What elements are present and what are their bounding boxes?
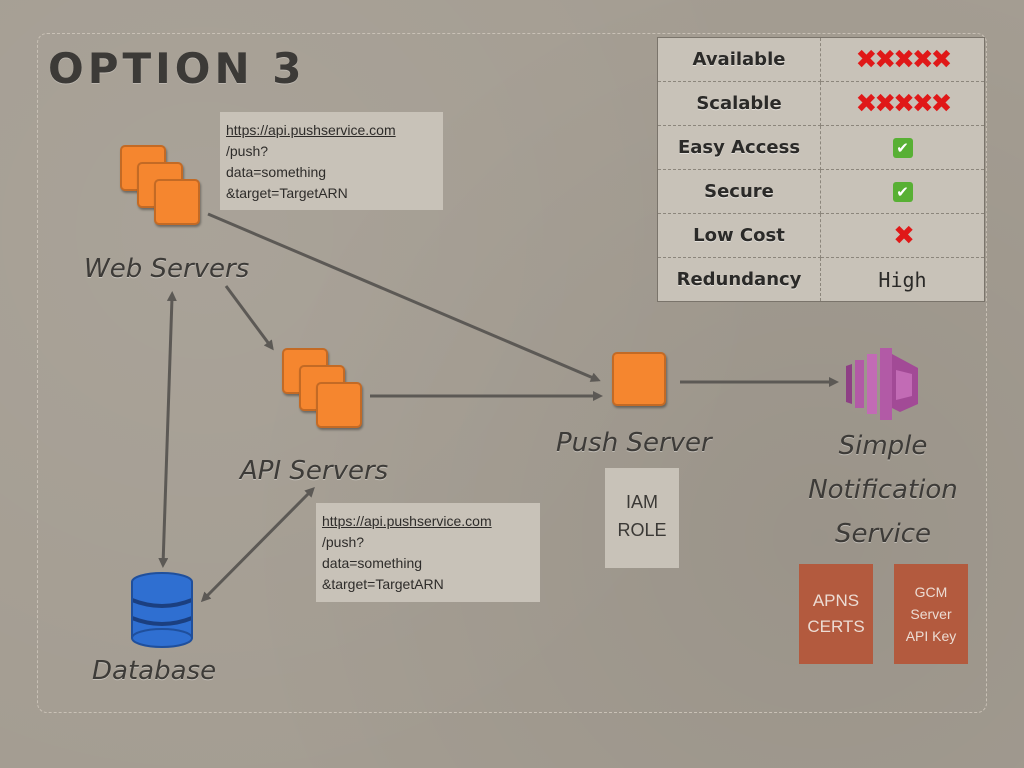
iam-role-line: ROLE <box>617 520 667 540</box>
criteria-row: Low Cost ✖ <box>657 213 985 258</box>
criteria-table: Available✖✖✖✖✖Scalable✖✖✖✖✖Easy Access✔S… <box>657 37 985 302</box>
sns-label-line: Service <box>834 519 932 549</box>
criterion-value: ✔ <box>820 125 985 170</box>
criterion-label: Redundancy <box>657 257 821 302</box>
apns-certs-line: APNS <box>812 591 860 610</box>
criterion-value: ✖✖✖✖✖ <box>820 37 985 82</box>
criteria-row: Available ✖✖✖✖✖ <box>657 37 985 82</box>
arrow-api-database <box>200 487 315 603</box>
sns-label-line: Simple <box>838 431 928 461</box>
database-icon <box>131 572 193 648</box>
iam-role-line: IAM <box>625 492 658 512</box>
url-line: &target=TargetARN <box>322 576 444 592</box>
criterion-value: High <box>820 257 985 302</box>
url-line: /push? <box>322 534 365 550</box>
criterion-value: ✖✖✖✖✖ <box>820 81 985 126</box>
arrow-web-to-api <box>224 285 274 351</box>
url-box-web: https://api.pushservice.com /push? data=… <box>220 112 443 210</box>
criterion-label: Scalable <box>657 81 821 126</box>
slide-title: OPTION 3 <box>48 44 306 93</box>
database-label: Database <box>92 656 217 686</box>
cross-icon: ✖✖✖✖✖ <box>855 44 953 75</box>
criteria-row: Redundancy High <box>657 257 985 302</box>
url-box-api: https://api.pushservice.com /push? data=… <box>316 503 540 602</box>
iam-role-box: IAM ROLE <box>605 468 679 568</box>
slide-frame <box>37 33 987 713</box>
criteria-row: Scalable ✖✖✖✖✖ <box>657 81 985 126</box>
apns-certs-box: APNS CERTS <box>799 564 873 664</box>
gcm-key-line: Server <box>910 606 952 622</box>
push-url-link: https://api.pushservice.com <box>322 513 492 529</box>
criterion-label: Low Cost <box>657 213 821 258</box>
criterion-label: Easy Access <box>657 125 821 170</box>
gcm-key-box: GCM Server API Key <box>894 564 968 664</box>
criteria-row: Easy Access ✔ <box>657 125 985 170</box>
checkmark-icon: ✔ <box>892 138 913 158</box>
sns-label-line: Notification <box>808 475 958 505</box>
checkmark-icon: ✔ <box>892 182 913 202</box>
push-url-link: https://api.pushservice.com <box>226 122 396 138</box>
server-stack-icon <box>282 348 372 438</box>
redundancy-value: High <box>878 267 927 292</box>
sns-icon <box>846 348 918 420</box>
server-stack-icon <box>120 145 210 235</box>
api-servers-label: API Servers <box>240 456 389 486</box>
url-line: data=something <box>322 555 423 571</box>
criterion-value: ✖ <box>820 213 985 258</box>
criterion-label: Secure <box>657 169 821 214</box>
sns-label: Simple Notification Service <box>790 424 976 556</box>
server-icon <box>612 352 668 408</box>
cross-icon: ✖✖✖✖✖ <box>855 88 953 119</box>
arrow-web-to-push <box>207 212 601 382</box>
cross-icon: ✖ <box>893 220 915 251</box>
gcm-key-line: GCM <box>914 584 948 600</box>
web-servers-label: Web Servers <box>84 254 250 284</box>
gcm-key-line: API Key <box>905 628 957 644</box>
url-line: &target=TargetARN <box>226 185 348 201</box>
url-line: /push? <box>226 143 269 159</box>
arrow-web-database <box>158 291 177 568</box>
criterion-value: ✔ <box>820 169 985 214</box>
apns-certs-line: CERTS <box>807 617 865 636</box>
criteria-row: Secure ✔ <box>657 169 985 214</box>
criterion-label: Available <box>657 37 821 82</box>
url-line: data=something <box>226 164 327 180</box>
push-server-label: Push Server <box>556 428 712 458</box>
